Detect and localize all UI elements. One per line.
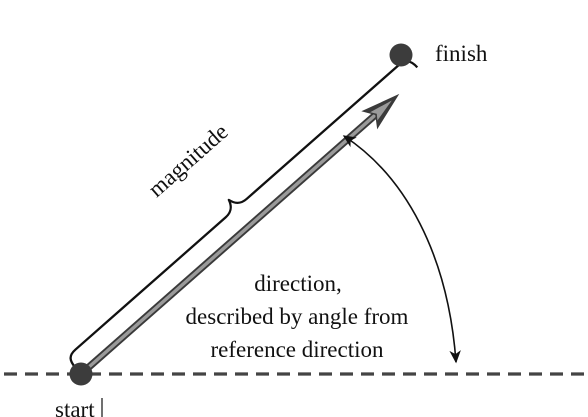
start-label: start: [55, 397, 95, 417]
finish-point: [389, 43, 413, 67]
direction-label-line2: described by angle from: [186, 304, 409, 329]
angle-arrow: [342, 135, 461, 364]
direction-label-line1: direction,: [254, 271, 342, 296]
magnitude-label: magnitude: [143, 119, 232, 202]
start-point: [69, 362, 93, 386]
finish-label: finish: [435, 41, 488, 66]
vector-arrow: [78, 93, 400, 377]
direction-label-line3: reference direction: [210, 337, 384, 362]
